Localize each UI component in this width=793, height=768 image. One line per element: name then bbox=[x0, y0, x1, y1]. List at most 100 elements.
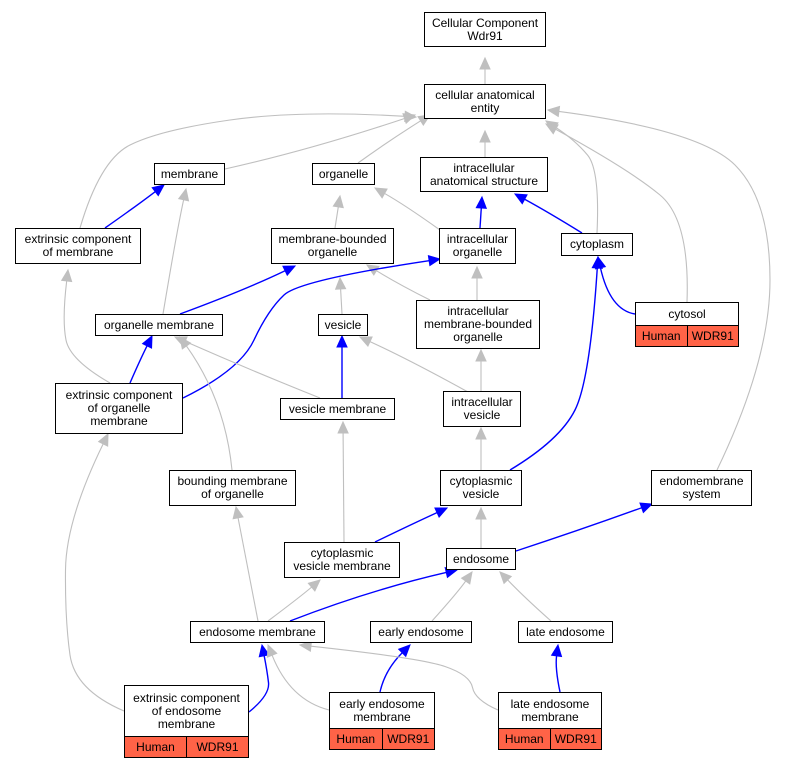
edge-ecem-ecom bbox=[64, 432, 125, 712]
edge-imbo-io bbox=[471, 265, 483, 300]
edge-late-endosome bbox=[499, 571, 552, 622]
species-cell: Human bbox=[499, 729, 550, 749]
edge-cvm-cytves bbox=[374, 507, 449, 543]
edge-endosys-cae bbox=[546, 105, 771, 471]
edge-arrowhead bbox=[460, 571, 473, 585]
edge-arrowhead bbox=[427, 254, 442, 267]
edge-eem-endomem bbox=[266, 643, 330, 711]
edge-line bbox=[384, 192, 441, 231]
edge-line bbox=[599, 267, 636, 315]
edge-io-organelle bbox=[373, 187, 441, 231]
edge-ecom-ecm bbox=[60, 268, 111, 384]
edge-arrowhead bbox=[591, 255, 604, 269]
node-vesicle-membrane[interactable]: vesicle membrane bbox=[280, 398, 395, 420]
edge-arrowhead bbox=[336, 334, 348, 348]
edge-line bbox=[524, 198, 583, 234]
edge-line bbox=[79, 113, 406, 229]
edge-arrowhead bbox=[373, 187, 388, 199]
edge-line bbox=[334, 206, 339, 229]
edge-arrowhead bbox=[358, 336, 373, 348]
edge-line bbox=[479, 207, 482, 229]
edge-arrowhead bbox=[97, 432, 109, 447]
node-endosome[interactable]: endosome bbox=[446, 548, 516, 570]
node-label: late endosome bbox=[526, 624, 605, 639]
edge-bmo-orgmem bbox=[179, 336, 233, 471]
edge-line bbox=[162, 199, 185, 315]
node-endosome-membrane[interactable]: endosome membrane bbox=[190, 621, 325, 643]
node-cytoplasm[interactable]: cytoplasm bbox=[561, 233, 633, 256]
node-label: intracellular vesicle bbox=[451, 395, 513, 422]
node-cytosol[interactable]: cytosol Human WDR91 bbox=[635, 302, 739, 347]
node-label: intracellular anatomical structure bbox=[429, 160, 539, 188]
node-label: cytoplasmic vesicle membrane bbox=[293, 546, 391, 573]
node-extrinsic-component-of-membrane[interactable]: extrinsic component of membrane bbox=[15, 228, 141, 264]
edge-arrowhead bbox=[232, 505, 244, 520]
edge-line bbox=[179, 270, 286, 315]
edge-line bbox=[342, 432, 345, 543]
node-cellular-anatomical-entity[interactable]: cellular anatomical entity bbox=[424, 84, 546, 119]
edge-vesicle-mbo bbox=[334, 276, 347, 315]
edge-line bbox=[509, 267, 598, 471]
node-cytoplasmic-vesicle-membrane[interactable]: cytoplasmic vesicle membrane bbox=[284, 542, 400, 578]
edge-arrowhead bbox=[479, 129, 491, 143]
node-late-endosome[interactable]: late endosome bbox=[518, 621, 613, 643]
node-extrinsic-component-of-endosome-membrane[interactable]: extrinsic component of endosome membrane… bbox=[124, 685, 249, 758]
node-label: endosome bbox=[452, 551, 510, 566]
edge-arrowhead bbox=[177, 187, 190, 202]
node-early-endosome[interactable]: early endosome bbox=[370, 621, 472, 643]
edge-line bbox=[555, 655, 561, 693]
node-intracellular-organelle[interactable]: intracellular organelle bbox=[439, 228, 516, 264]
node-endomembrane-system[interactable]: endomembrane system bbox=[651, 470, 752, 506]
edge-endosome-cytves bbox=[475, 506, 487, 548]
node-intracellular-vesicle[interactable]: intracellular vesicle bbox=[443, 391, 521, 427]
node-intracellular-membrane-bounded-organelle[interactable]: intracellular membrane-bounded organelle bbox=[416, 300, 540, 349]
edge-line bbox=[507, 579, 552, 622]
node-cytoplasmic-vesicle[interactable]: cytoplasmic vesicle bbox=[440, 470, 522, 506]
edge-line bbox=[267, 586, 312, 622]
edge-arrowhead bbox=[513, 193, 528, 205]
node-late-endosome-membrane[interactable]: late endosome membrane Human WDR91 bbox=[498, 692, 602, 750]
edge-cytves-iv bbox=[475, 426, 487, 470]
edge-line bbox=[555, 128, 688, 303]
node-membrane-bounded-organelle[interactable]: membrane-bounded organelle bbox=[271, 228, 394, 264]
node-organelle[interactable]: organelle bbox=[312, 163, 375, 185]
edge-imbo-mbo bbox=[365, 264, 431, 301]
node-cellular-component-wdr91[interactable]: Cellular Component Wdr91 bbox=[424, 12, 546, 47]
node-label: vesicle bbox=[324, 317, 362, 332]
node-label: organelle membrane bbox=[103, 317, 215, 332]
edge-arrowhead bbox=[475, 506, 487, 520]
edge-arrowhead bbox=[282, 265, 297, 277]
node-bounding-membrane-of-organelle[interactable]: bounding membrane of organelle bbox=[169, 470, 296, 506]
species-cell: Human bbox=[330, 729, 382, 749]
edge-ecm-cae bbox=[79, 110, 418, 229]
edge-cytves-cytoplasm bbox=[509, 255, 604, 471]
edge-arrowhead bbox=[550, 643, 563, 658]
edge-membrane-cae bbox=[224, 113, 417, 170]
node-organelle-membrane[interactable]: organelle membrane bbox=[95, 314, 223, 336]
node-vesicle[interactable]: vesicle bbox=[318, 314, 368, 336]
node-early-endosome-membrane[interactable]: early endosome membrane Human WDR91 bbox=[329, 692, 435, 750]
node-label: membrane-bounded organelle bbox=[278, 232, 387, 259]
node-label: extrinsic component of membrane bbox=[24, 232, 132, 259]
edge-arrowhead bbox=[546, 105, 561, 118]
edge-line bbox=[224, 117, 405, 170]
edge-arrowhead bbox=[141, 334, 153, 349]
edge-line bbox=[515, 507, 642, 552]
edge-cytoplasm-ias bbox=[513, 193, 583, 234]
gene-cell: WDR91 bbox=[686, 326, 738, 346]
edge-arrowhead bbox=[298, 640, 313, 652]
node-label: cellular anatomical entity bbox=[435, 87, 535, 115]
node-label: bounding membrane of organelle bbox=[177, 474, 288, 501]
edge-arrowhead bbox=[397, 644, 411, 658]
node-label: early endosome membrane bbox=[339, 696, 425, 724]
edge-line bbox=[558, 110, 771, 471]
node-intracellular-anatomical-structure[interactable]: intracellular anatomical structure bbox=[420, 157, 548, 192]
node-membrane[interactable]: membrane bbox=[154, 163, 225, 185]
gene-cell: WDR91 bbox=[381, 729, 434, 749]
edge-arrowhead bbox=[475, 426, 487, 440]
edge-cae-cc_root bbox=[479, 56, 491, 84]
edge-arrowhead bbox=[639, 502, 654, 514]
node-extrinsic-component-of-organelle-membrane[interactable]: extrinsic component of organelle membran… bbox=[55, 383, 183, 434]
annotation-row: Human WDR91 bbox=[125, 736, 248, 757]
